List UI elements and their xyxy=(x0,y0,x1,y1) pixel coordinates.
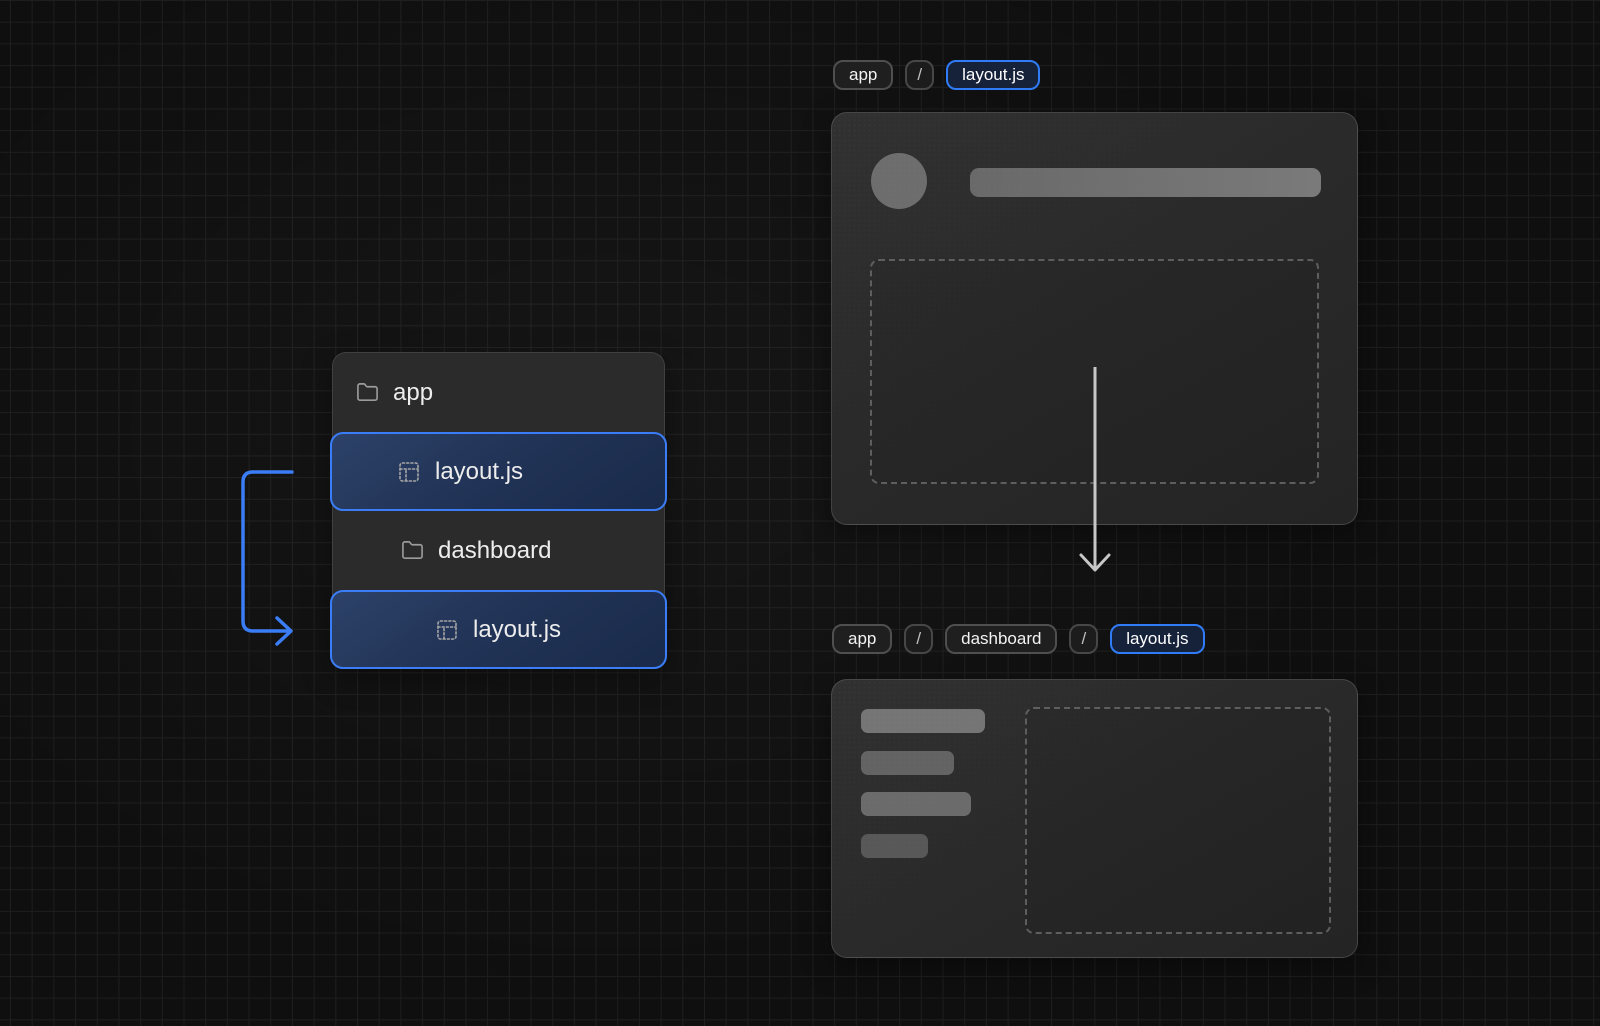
folder-icon xyxy=(401,539,424,562)
root-layout-mockup xyxy=(831,112,1358,525)
nav-bar-skeleton xyxy=(861,792,971,816)
breadcrumb-separator: / xyxy=(1069,624,1099,654)
breadcrumb-root-layout: app / layout.js xyxy=(833,60,1041,90)
nav-bar-skeleton xyxy=(861,751,954,775)
avatar-circle xyxy=(871,153,927,209)
nav-bar-skeleton xyxy=(861,834,928,858)
tree-row-layout-root: layout.js xyxy=(330,432,667,511)
layout-icon xyxy=(435,618,459,642)
breadcrumb-chip-layoutjs-active: layout.js xyxy=(1110,624,1205,654)
breadcrumb-separator: / xyxy=(905,60,935,90)
breadcrumb-dashboard-layout: app / dashboard / layout.js xyxy=(832,624,1205,654)
breadcrumb-chip-app: app xyxy=(833,60,894,90)
tree-item-label: layout.js xyxy=(435,457,524,485)
dashboard-layout-mockup xyxy=(831,679,1358,958)
breadcrumb-separator: / xyxy=(904,624,934,654)
breadcrumb-chip-layoutjs-active: layout.js xyxy=(946,60,1041,90)
nav-bar-skeleton xyxy=(861,709,985,733)
breadcrumb-chip-app: app xyxy=(832,624,893,654)
blue-connector-arrow xyxy=(241,470,294,646)
tree-item-label: app xyxy=(393,378,434,406)
tree-item-label: dashboard xyxy=(438,536,552,564)
tree-row-layout-dashboard: layout.js xyxy=(330,590,667,669)
tree-row-dashboard: dashboard xyxy=(333,511,664,590)
file-tree-card: app layout.js dashboard xyxy=(330,352,667,669)
tree-row-app: app xyxy=(333,353,664,432)
content-slot xyxy=(1025,707,1331,934)
header-bar-skeleton xyxy=(970,168,1321,197)
folder-icon xyxy=(356,381,379,404)
tree-item-label: layout.js xyxy=(473,615,562,643)
breadcrumb-chip-dashboard: dashboard xyxy=(945,624,1058,654)
layout-icon xyxy=(397,460,421,484)
down-arrow xyxy=(1079,367,1111,572)
